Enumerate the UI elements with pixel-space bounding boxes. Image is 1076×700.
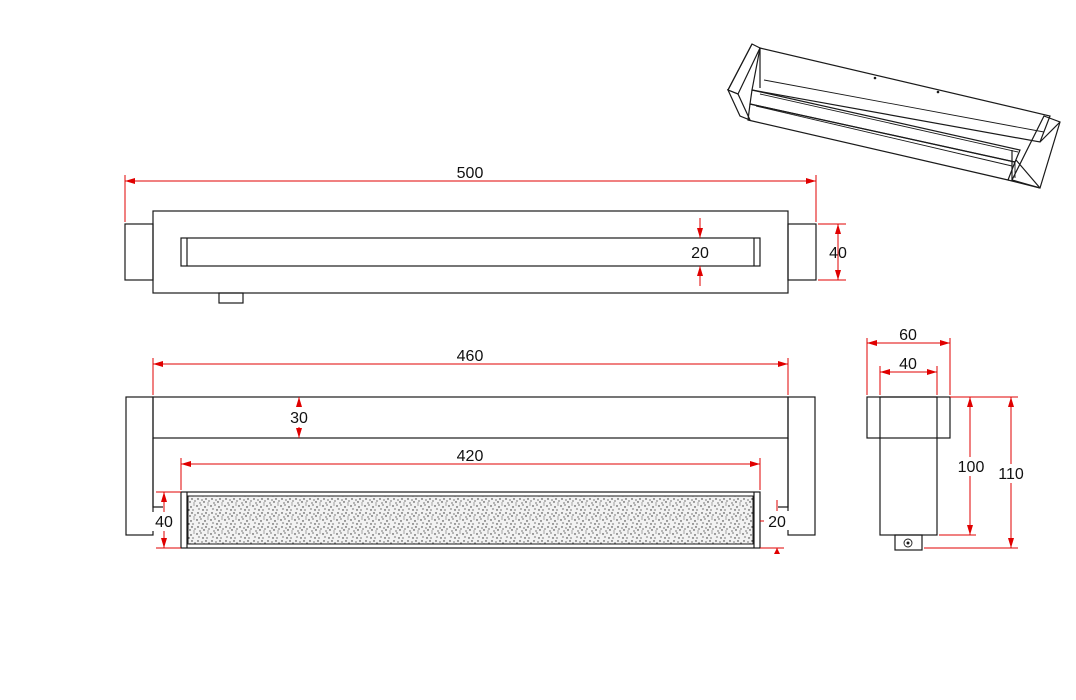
dim-top-40: 40 <box>818 223 847 281</box>
dim-label-bg <box>996 464 1028 483</box>
top-bar <box>152 396 789 439</box>
side-view <box>866 396 951 551</box>
dim-label-100: 100 <box>958 459 985 476</box>
screw-icon <box>903 538 913 548</box>
dim-label-bg <box>287 407 311 427</box>
screw-hole-icon <box>873 76 877 80</box>
dim-front-40: 40 <box>151 491 181 549</box>
dim-label-420: 420 <box>457 448 484 465</box>
front-view <box>125 396 816 549</box>
mounting-tab <box>218 292 244 304</box>
dim-top-20: 20 <box>691 218 709 286</box>
dim-label-20-top: 20 <box>691 245 709 262</box>
dim-side-40: 40 <box>879 356 938 395</box>
dim-label-bg <box>151 512 177 531</box>
right-end-cap <box>787 223 817 281</box>
diffuser-panel <box>187 495 754 545</box>
dim-label-460: 460 <box>457 348 484 365</box>
dim-top-500: 500 <box>124 165 817 222</box>
left-end-cap <box>124 223 154 281</box>
dim-label-bg <box>955 457 987 476</box>
diffuser-frame <box>180 491 761 549</box>
screw-center-icon <box>906 541 910 545</box>
isometric-view <box>726 43 1061 189</box>
dim-label-500: 500 <box>457 165 484 182</box>
dim-front-460: 460 <box>152 348 789 395</box>
dim-label-20-front: 20 <box>768 514 786 531</box>
left-bracket <box>125 396 154 536</box>
side-body <box>879 396 938 536</box>
dim-side-110: 110 <box>924 396 1028 549</box>
dim-front-30: 30 <box>287 397 311 438</box>
dim-label-60: 60 <box>899 327 917 344</box>
dim-label-30: 30 <box>290 410 308 427</box>
dim-side-60: 60 <box>866 327 951 395</box>
right-bracket <box>787 396 816 536</box>
dim-label-40-side: 40 <box>899 356 917 373</box>
dim-label-110: 110 <box>998 466 1024 483</box>
dim-side-100: 100 <box>939 396 987 536</box>
dim-label-40-top: 40 <box>829 245 847 262</box>
top-view <box>124 210 817 304</box>
dim-label-40-front: 40 <box>155 514 173 531</box>
screw-hole-icon <box>936 90 940 94</box>
dim-front-420: 420 <box>180 448 761 490</box>
dim-front-20: 20 <box>760 500 790 554</box>
light-slot <box>180 237 761 267</box>
side-bottom-tab <box>894 534 923 551</box>
dim-label-bg <box>764 511 790 530</box>
